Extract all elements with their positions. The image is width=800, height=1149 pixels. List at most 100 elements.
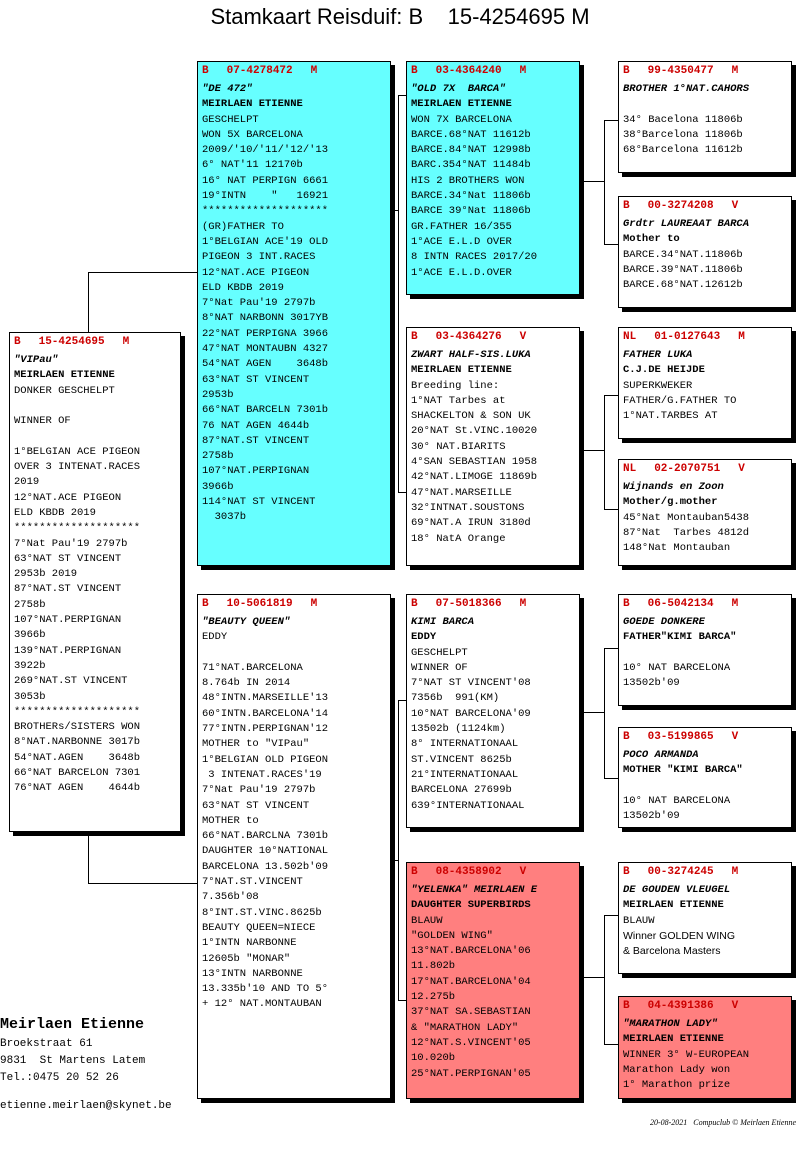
ring-number: 00-3274208 bbox=[647, 200, 714, 212]
card-text-line: 1°ACE E.L.D.OVER bbox=[411, 266, 512, 279]
connector-line bbox=[604, 244, 618, 245]
card-text-line: 7356b 991(KM) bbox=[411, 692, 500, 705]
owner-name: Meirlaen Etienne bbox=[0, 1016, 145, 1033]
card-text-line: 1°INTN NARBONNE bbox=[202, 937, 297, 950]
country-code: B bbox=[411, 65, 418, 77]
ring-number: 99-4350477 bbox=[647, 65, 714, 77]
card-text-line: 18° NatA Orange bbox=[411, 532, 506, 545]
card-text-line: 7°Nat Pau'19 2797b bbox=[202, 784, 316, 797]
card-text-line: 13°NAT.BARCELONA'06 bbox=[411, 945, 531, 958]
card-text-line: 2758b bbox=[14, 598, 46, 611]
card-text-line: 1°NAT.TARBES AT bbox=[623, 410, 718, 423]
card-text-line: 20°NAT St.VINC.10020 bbox=[411, 425, 538, 438]
card-text-line: Marathon Lady won bbox=[623, 1063, 731, 1076]
connector-line bbox=[391, 210, 399, 211]
owner-street: Broekstraat 61 bbox=[0, 1038, 93, 1050]
connector-line bbox=[580, 181, 604, 182]
sex-code: V bbox=[519, 331, 527, 343]
card-text-line: 63°NAT ST VINCENT bbox=[14, 552, 122, 565]
card-text-line: ELD KBDB 2019 bbox=[202, 281, 284, 294]
card-text-line: BEAUTY QUEEN=NIECE bbox=[202, 921, 316, 934]
card-text-line: 12605b "MONAR" bbox=[202, 952, 291, 965]
card-text-line: 2009/'10/'11/'12/'13 bbox=[202, 144, 329, 157]
card-text-line: 66°NAT BARCELN 7301b bbox=[202, 404, 329, 417]
card-text-line: 34° Bacelona 11806b bbox=[623, 113, 743, 126]
footer-credit: 20-08-2021 Compuclub © Meirlaen Etienne bbox=[649, 1118, 796, 1127]
card-text-line: 71°NAT.BARCELONA bbox=[202, 661, 303, 674]
connector-line bbox=[88, 836, 89, 884]
card-text-line: DAUGHTER SUPERBIRDS bbox=[411, 899, 531, 912]
card-text-line: MOTHER to bbox=[202, 814, 259, 827]
card-text-line: EDDY bbox=[411, 631, 437, 644]
card-text-line: C.J.DE HEIJDE bbox=[623, 364, 705, 377]
card-text-line: 8°NAT NARBONN 3017YB bbox=[202, 312, 329, 325]
card-text-line: 77°INTN.PERPIGNAN'12 bbox=[202, 723, 329, 736]
connector-line bbox=[580, 712, 604, 713]
card-text-line: BARCE 39°Nat 11806b bbox=[411, 205, 531, 218]
card-text-line: 37°NAT SA.SEBASTIAN bbox=[411, 1006, 531, 1019]
card-text-line: Grdtr LAUREAAT BARCA bbox=[623, 218, 750, 230]
card-text-line: MEIRLAEN ETIENNE bbox=[411, 364, 512, 377]
sex-code: V bbox=[731, 1000, 739, 1012]
owner-email[interactable]: etienne.meirlaen@skynet.be bbox=[0, 1100, 172, 1112]
connector-line bbox=[580, 977, 604, 978]
card-text-line: 11.802b bbox=[411, 960, 456, 973]
card-text-line: 68°Barcelona 11612b bbox=[623, 144, 743, 157]
connector-line bbox=[604, 915, 605, 1045]
card-text-line: 47°NAT.MARSEILLE bbox=[411, 486, 512, 499]
card-text-line: DE GOUDEN VLEUGEL bbox=[623, 884, 731, 896]
card-text-line: BARCE.34°NAT.11806b bbox=[623, 248, 743, 261]
card-text-line: 25°NAT.PERPIGNAN'05 bbox=[411, 1067, 531, 1080]
card-text-line: 269°NAT.ST VINCENT bbox=[14, 675, 128, 688]
card-text-line: 3966b bbox=[202, 480, 234, 493]
card-text-line: 66°NAT.BARCLNA 7301b bbox=[202, 830, 329, 843]
card-text-line: 8 INTN RACES 2017/20 bbox=[411, 251, 538, 264]
card-text-line: Wijnands en Zoon bbox=[623, 481, 724, 493]
card-text-line: 107°NAT.PERPIGNAN bbox=[14, 614, 122, 627]
card-text-line: 7°Nat Pau'19 2797b bbox=[202, 297, 316, 310]
card-text-line: KIMI BARCA bbox=[411, 616, 475, 628]
card-text-line: ELD KBDB 2019 bbox=[14, 506, 96, 519]
card-text-line: BARCE.68°NAT.12612b bbox=[623, 279, 743, 292]
page-title: Stamkaart Reisduif: B 15-4254695 M bbox=[210, 4, 590, 29]
country-code: B bbox=[411, 866, 418, 878]
sex-code: V bbox=[731, 731, 739, 743]
card-text-line: 107°NAT.PERPIGNAN bbox=[202, 465, 310, 478]
card-text-line: 3966b bbox=[14, 629, 46, 642]
connector-line bbox=[604, 778, 618, 779]
sex-code: M bbox=[731, 598, 739, 610]
card-text-line: 114°NAT ST VINCENT bbox=[202, 496, 316, 509]
sex-code: V bbox=[731, 200, 739, 212]
card-text-line: 47°NAT MONTAUBN 4327 bbox=[202, 343, 329, 356]
card-text-line: 13502b'09 bbox=[623, 810, 680, 823]
card-text-line: ******************** bbox=[14, 705, 141, 718]
card-text-line: ST.VINCENT 8625b bbox=[411, 753, 512, 766]
ring-number: 00-3274245 bbox=[647, 866, 714, 878]
card-text-line: 22°NAT PERPIGNA 3966 bbox=[202, 327, 329, 340]
card-text-line: 7°Nat Pau'19 2797b bbox=[14, 537, 128, 550]
card-text-line: "BEAUTY QUEEN" bbox=[202, 616, 291, 628]
card-text-line: "OLD 7X BARCA" bbox=[411, 83, 506, 95]
country-code: B bbox=[202, 65, 209, 77]
sex-code: V bbox=[519, 866, 527, 878]
card-text-line: DONKER GESCHELPT bbox=[14, 384, 115, 397]
card-text-line: BARCE.39°NAT.11806b bbox=[623, 263, 743, 276]
connector-line bbox=[604, 120, 605, 245]
card-text-line: WINNER 3° W-EUROPEAN bbox=[623, 1048, 750, 1061]
ring-number: 15-4254695 bbox=[38, 336, 105, 348]
ring-number: 06-5042134 bbox=[647, 598, 714, 610]
sex-code: M bbox=[519, 598, 527, 610]
connector-line bbox=[88, 883, 197, 884]
